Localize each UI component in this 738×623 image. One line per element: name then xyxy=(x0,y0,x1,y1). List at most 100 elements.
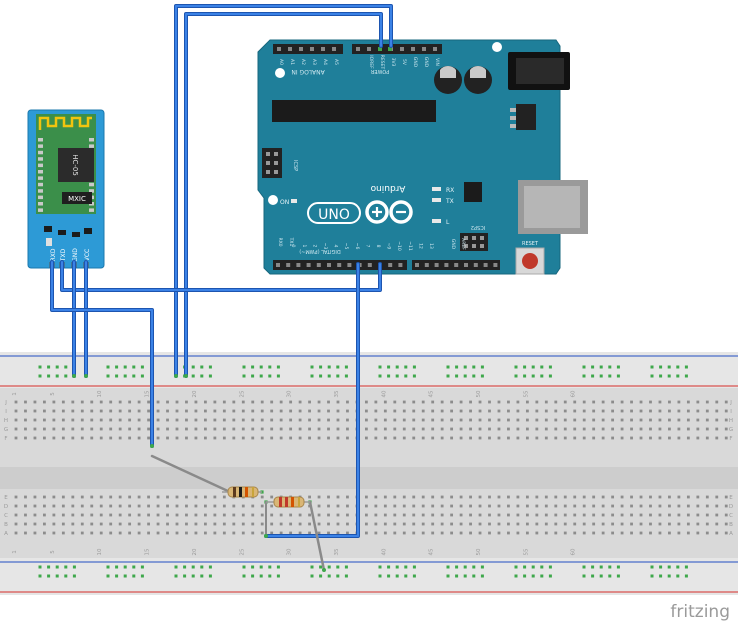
breadboard-hole xyxy=(450,436,454,440)
digital-pin-label: 12 xyxy=(417,243,423,249)
breadboard-hole xyxy=(639,409,643,413)
breadboard-hole xyxy=(156,409,160,413)
breadboard-hole xyxy=(507,418,510,422)
digital-pin xyxy=(327,263,331,267)
analog-pin xyxy=(299,47,303,51)
row-letter: H xyxy=(729,418,733,424)
rail-hole xyxy=(106,374,110,378)
breadboard-hole xyxy=(620,495,624,499)
breadboard-hole xyxy=(346,513,349,517)
breadboard-hole xyxy=(156,400,160,404)
rail-hole xyxy=(523,365,527,369)
breadboard-hole xyxy=(544,418,548,422)
breadboard-hole xyxy=(544,513,548,517)
breadboard-hole xyxy=(412,436,416,440)
breadboard-hole xyxy=(24,436,27,440)
breadboard-hole xyxy=(109,400,113,404)
breadboard-hole xyxy=(137,522,141,526)
breadboard-hole xyxy=(639,522,643,526)
resistor-lead-2 xyxy=(308,500,326,572)
digital-pin-label: 7 xyxy=(364,245,370,248)
breadboard-hole xyxy=(696,504,700,508)
rail-hole xyxy=(659,374,663,378)
breadboard-hole xyxy=(137,504,141,508)
breadboard-hole xyxy=(33,522,37,526)
rail-hole xyxy=(395,365,399,369)
breadboard-hole xyxy=(601,504,605,508)
breadboard-hole xyxy=(279,427,283,431)
breadboard-hole xyxy=(251,522,255,526)
breadboard-hole xyxy=(686,436,690,440)
rail-hole xyxy=(106,565,110,569)
breadboard-hole xyxy=(649,409,652,413)
breadboard-hole xyxy=(686,400,690,404)
breadboard-hole xyxy=(90,436,94,440)
breadboard-hole xyxy=(109,522,113,526)
breadboard-hole xyxy=(601,427,605,431)
column-number: 25 xyxy=(239,390,245,397)
breadboard-hole xyxy=(535,409,539,413)
breadboard-hole xyxy=(469,531,472,535)
breadboard-hole xyxy=(478,531,482,535)
rail-hole xyxy=(268,374,272,378)
breadboard-hole xyxy=(630,504,633,508)
breadboard-hole xyxy=(298,409,302,413)
rail-hole xyxy=(599,565,603,569)
breadboard-hole xyxy=(71,504,75,508)
breadboard-hole xyxy=(222,436,226,440)
breadboard-hole xyxy=(222,400,226,404)
rail-hole xyxy=(310,374,314,378)
breadboard-hole xyxy=(554,427,558,431)
breadboard-hole xyxy=(175,427,179,431)
rail-hole xyxy=(208,374,212,378)
breadboard-hole xyxy=(213,513,217,517)
row-letter: D xyxy=(729,504,733,510)
breadboard-hole xyxy=(327,504,330,508)
breadboard-hole xyxy=(61,513,65,517)
l-led xyxy=(432,219,441,223)
rail-hole xyxy=(344,565,348,569)
breadboard-hole xyxy=(705,504,709,508)
breadboard-hole xyxy=(298,531,302,535)
breadboard-hole xyxy=(232,400,236,404)
breadboard-hole xyxy=(52,427,56,431)
row-letter: C xyxy=(729,513,733,519)
rail-hole xyxy=(472,374,476,378)
breadboard-hole xyxy=(459,513,463,517)
rail-hole xyxy=(616,574,620,578)
rail-hole xyxy=(540,365,544,369)
breadboard-hole xyxy=(298,427,302,431)
breadboard-hole xyxy=(563,436,567,440)
rx-led xyxy=(432,187,441,191)
column-number: 45 xyxy=(429,548,435,555)
rail-hole xyxy=(106,574,110,578)
rail-hole xyxy=(676,565,680,569)
breadboard-hole xyxy=(525,427,529,431)
uno-logo: UNO xyxy=(318,207,350,223)
antenna-trace xyxy=(38,116,92,130)
rail-hole xyxy=(259,565,263,569)
mxic-chip xyxy=(62,192,92,204)
rail-hole xyxy=(319,374,323,378)
rail-hole xyxy=(132,574,136,578)
breadboard-hole xyxy=(175,522,179,526)
l-label: L xyxy=(446,219,450,226)
rail-hole xyxy=(540,374,544,378)
rail-hole xyxy=(183,565,187,569)
breadboard-hole xyxy=(99,418,103,422)
digital-pin-label: ~5 xyxy=(343,243,349,250)
breadboard-hole xyxy=(185,522,188,526)
breadboard-hole xyxy=(194,418,198,422)
breadboard-hole xyxy=(346,427,349,431)
breadboard-hole xyxy=(724,495,728,499)
breadboard-hole xyxy=(393,418,397,422)
breadboard-hole xyxy=(724,522,728,526)
column-number: 30 xyxy=(287,548,293,555)
breadboard-hole xyxy=(241,400,245,404)
breadboard-hole xyxy=(166,400,169,404)
rail-hole xyxy=(455,374,459,378)
breadboard-hole xyxy=(497,400,501,404)
breadboard-hole xyxy=(52,522,56,526)
breadboard-hole xyxy=(668,409,671,413)
breadboard-hole xyxy=(279,409,283,413)
